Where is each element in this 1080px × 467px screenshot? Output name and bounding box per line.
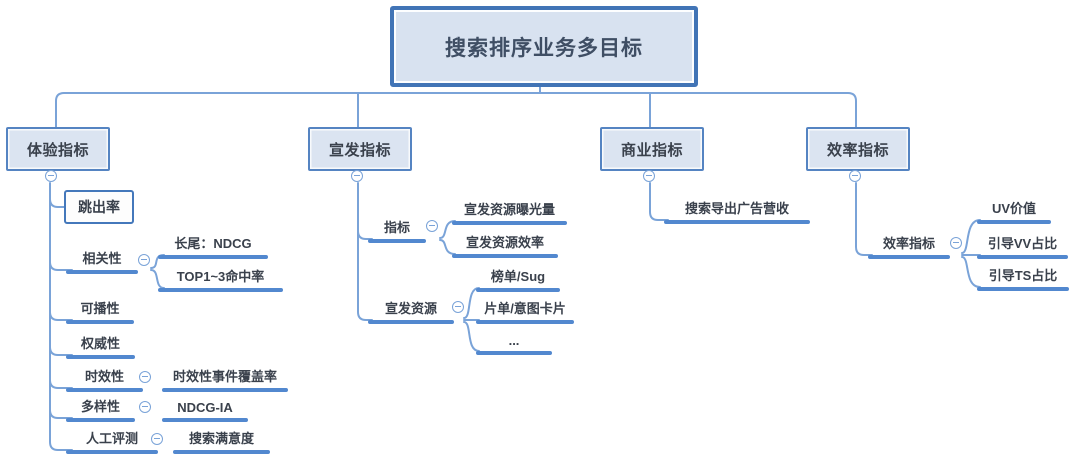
node-playability[interactable]: 可播性	[66, 300, 134, 324]
collapse-icon[interactable]	[426, 220, 438, 232]
node-business-metrics[interactable]: 商业指标	[600, 127, 704, 171]
collapse-icon[interactable]	[452, 301, 464, 313]
node-bounce-rate-label: 跳出率	[78, 199, 120, 215]
node-manual-evaluation[interactable]: 人工评测	[66, 430, 158, 454]
collapse-icon[interactable]	[138, 254, 150, 266]
underline-bar	[66, 355, 135, 359]
underline-bar	[664, 220, 810, 224]
underline-bar	[66, 450, 158, 454]
underline-bar	[476, 288, 560, 292]
node-promo-indicators-label: 指标	[383, 220, 410, 235]
collapse-icon[interactable]	[643, 170, 655, 182]
underline-bar	[476, 351, 552, 355]
node-promo-resource-efficiency[interactable]: 宣发资源效率	[452, 234, 558, 258]
node-promotion-metrics[interactable]: 宣发指标	[308, 127, 412, 171]
node-promo-resources-label: 宣发资源	[384, 301, 437, 316]
node-efficiency-submetrics-label: 效率指标	[882, 236, 935, 251]
node-guided-ts-ratio-label: 引导TS占比	[988, 268, 1058, 283]
node-ranking-sug-label: 榜单/Sug	[490, 269, 546, 284]
node-playability-label: 可播性	[80, 301, 120, 316]
collapse-icon[interactable]	[950, 237, 962, 249]
node-manual-evaluation-label: 人工评测	[85, 431, 138, 446]
node-business-metrics-label: 商业指标	[620, 141, 683, 159]
node-top1-3-hit-rate[interactable]: TOP1~3命中率	[158, 268, 283, 292]
underline-bar	[868, 255, 950, 259]
node-relevance-label: 相关性	[82, 251, 122, 266]
node-filmlist-intent-card-label: 片单/意图卡片	[484, 301, 566, 316]
collapse-icon[interactable]	[139, 371, 151, 383]
node-experience-metrics[interactable]: 体验指标	[6, 127, 110, 171]
node-top1-3-hit-rate-label: TOP1~3命中率	[176, 269, 265, 284]
node-experience-metrics-label: 体验指标	[26, 141, 89, 159]
node-root[interactable]: 搜索排序业务多目标	[390, 6, 698, 87]
node-search-satisfaction[interactable]: 搜索满意度	[173, 430, 270, 454]
node-guided-vv-ratio[interactable]: 引导VV占比	[977, 235, 1068, 259]
node-efficiency-metrics[interactable]: 效率指标	[806, 127, 910, 171]
node-guided-ts-ratio[interactable]: 引导TS占比	[977, 267, 1069, 291]
node-bounce-rate[interactable]: 跳出率	[64, 190, 134, 224]
underline-bar	[977, 220, 1051, 224]
underline-bar	[162, 418, 248, 422]
underline-bar	[173, 450, 270, 454]
node-promo-indicators[interactable]: 指标	[368, 219, 426, 243]
node-timeliness[interactable]: 时效性	[66, 368, 143, 392]
node-longtail-ndcg-label: 长尾：NDCG	[174, 236, 252, 251]
node-promo-resource-exposure-label: 宣发资源曝光量	[463, 202, 555, 217]
node-longtail-ndcg[interactable]: 长尾：NDCG	[158, 235, 268, 259]
node-ndcg-ia[interactable]: NDCG-IA	[162, 398, 248, 422]
underline-bar	[368, 239, 426, 243]
collapse-icon[interactable]	[151, 433, 163, 445]
underline-bar	[162, 388, 288, 392]
node-promo-resource-efficiency-label: 宣发资源效率	[465, 235, 544, 250]
node-authority-label: 权威性	[80, 336, 120, 351]
node-relevance[interactable]: 相关性	[66, 250, 138, 274]
underline-bar	[158, 255, 268, 259]
collapse-icon[interactable]	[849, 170, 861, 182]
node-promo-resources[interactable]: 宣发资源	[368, 300, 454, 324]
underline-bar	[66, 388, 143, 392]
underline-bar	[66, 320, 134, 324]
node-uv-value-label: UV价值	[991, 201, 1037, 216]
collapse-icon[interactable]	[45, 170, 57, 182]
node-ndcg-ia-label: NDCG-IA	[177, 400, 233, 415]
node-diversity-label: 多样性	[80, 399, 120, 414]
node-timeliness-event-coverage-label: 时效性事件覆盖率	[172, 369, 277, 384]
underline-bar	[66, 270, 138, 274]
node-ellipsis[interactable]: ...	[476, 331, 552, 355]
node-authority[interactable]: 权威性	[66, 335, 135, 359]
node-efficiency-metrics-label: 效率指标	[826, 141, 889, 159]
node-timeliness-label: 时效性	[84, 369, 124, 384]
collapse-icon[interactable]	[139, 401, 151, 413]
node-search-satisfaction-label: 搜索满意度	[188, 431, 254, 446]
underline-bar	[158, 288, 283, 292]
node-ranking-sug[interactable]: 榜单/Sug	[476, 268, 560, 292]
node-search-ad-revenue-label: 搜索导出广告营收	[684, 201, 789, 216]
underline-bar	[977, 255, 1068, 259]
node-efficiency-submetrics[interactable]: 效率指标	[868, 235, 950, 259]
collapse-icon[interactable]	[351, 170, 363, 182]
node-root-label: 搜索排序业务多目标	[445, 36, 643, 60]
node-diversity[interactable]: 多样性	[66, 398, 135, 422]
underline-bar	[476, 320, 574, 324]
node-ellipsis-label: ...	[508, 333, 520, 348]
underline-bar	[452, 221, 567, 225]
underline-bar	[66, 418, 135, 422]
node-search-ad-revenue[interactable]: 搜索导出广告营收	[664, 200, 810, 224]
underline-bar	[977, 287, 1069, 291]
node-promotion-metrics-label: 宣发指标	[328, 141, 391, 159]
node-uv-value[interactable]: UV价值	[977, 200, 1051, 224]
node-promo-resource-exposure[interactable]: 宣发资源曝光量	[452, 201, 567, 225]
underline-bar	[368, 320, 454, 324]
node-timeliness-event-coverage[interactable]: 时效性事件覆盖率	[162, 368, 288, 392]
node-filmlist-intent-card[interactable]: 片单/意图卡片	[476, 300, 574, 324]
underline-bar	[452, 254, 558, 258]
node-guided-vv-ratio-label: 引导VV占比	[987, 236, 1058, 251]
